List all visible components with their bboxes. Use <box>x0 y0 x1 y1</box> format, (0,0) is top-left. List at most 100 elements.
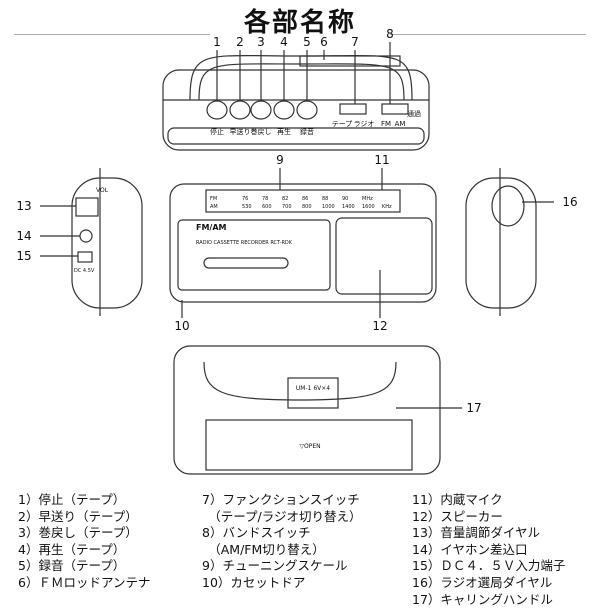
legend-column-3: 11）内蔵マイク 12）スピーカー 13）音量調節ダイヤル 14）イヤホン差込口… <box>412 492 565 608</box>
front-fm-label: FM <box>210 196 217 202</box>
right-side-view <box>465 168 554 316</box>
button-label-play: 再生 <box>277 127 291 136</box>
button-label-ff: 早送り <box>230 127 251 136</box>
am-scale-3: 800 <box>302 204 312 210</box>
legend-item: 8）バンドスイッチ <box>202 525 311 541</box>
top-handle-inner <box>198 63 405 101</box>
legend-item: 2）早送り（テープ） <box>18 508 138 524</box>
legend-item: 7）ファンクションスイッチ <box>202 492 360 507</box>
legend-item: 6）ＦＭロッドアンテナ <box>18 574 151 590</box>
back-body <box>173 345 441 475</box>
dc-jack <box>77 251 93 263</box>
fm-scale-1: 78 <box>262 196 268 202</box>
callout-11: 11 <box>374 153 389 167</box>
callout-10: 10 <box>174 319 189 333</box>
battery-spec-label: UM-1 6V×4 <box>296 385 330 392</box>
am-scale-7: KHz <box>382 204 392 210</box>
tuning-dial <box>491 185 525 227</box>
callout-3: 3 <box>257 35 265 49</box>
speaker-grille <box>335 217 433 295</box>
switch-label-radio: ラジオ <box>354 120 375 128</box>
battery-cover <box>205 419 413 471</box>
callout-17: 17 <box>466 401 481 415</box>
am-scale-4: 1000 <box>322 204 335 210</box>
legend-item: 3）巻戻し（テープ） <box>18 525 138 541</box>
fm-scale-2: 82 <box>282 196 288 202</box>
legend-item: 5）録音（テープ） <box>18 558 126 574</box>
switch-label-fm: FM <box>381 120 391 128</box>
vol-label: VOL <box>96 187 109 194</box>
am-scale-6: 1600 <box>362 204 375 210</box>
top-button-play <box>273 100 295 120</box>
legend-item: 15）ＤＣ４．５Ｖ入力端子 <box>412 558 566 574</box>
switch-label-tape: テープ <box>332 120 353 128</box>
callout-15: 15 <box>16 249 31 263</box>
left-side-body <box>71 177 143 309</box>
am-scale-5: 1400 <box>342 204 355 210</box>
legend-column-1: 1）停止（テープ） 2）早送り（テープ） 3）巻戻し（テープ） 4）再生（テープ… <box>18 492 150 592</box>
legend-item: 12）スピーカー <box>412 508 503 524</box>
front-model-text: RADIO CASSETTE RECORDER RCT-RDK <box>196 240 293 246</box>
front-body <box>169 183 437 303</box>
button-label-rew: 巻戻し <box>251 127 272 136</box>
callout-13: 13 <box>16 199 31 213</box>
front-badge: FM/AM <box>196 223 227 232</box>
fm-scale-0: 76 <box>242 196 248 202</box>
callout-8: 8 <box>386 27 394 41</box>
top-front-lip <box>167 127 425 145</box>
front-view <box>169 168 437 318</box>
callout-16: 16 <box>562 195 577 209</box>
top-view <box>162 42 430 151</box>
fm-scale-4: 88 <box>322 196 328 202</box>
volume-dial <box>75 197 99 217</box>
right-side-body <box>465 177 537 309</box>
legend-item: 10）カセットドア <box>202 574 306 590</box>
legend-item: 14）イヤホン差込口 <box>412 541 528 557</box>
fm-scale-3: 86 <box>302 196 308 202</box>
earphone-jack <box>79 229 93 243</box>
callout-5: 5 <box>303 35 311 49</box>
tuning-scale <box>205 189 401 213</box>
fm-antenna-top <box>299 55 401 67</box>
carrying-handle <box>203 361 397 401</box>
function-switch <box>339 103 367 115</box>
cassette-window <box>203 257 289 269</box>
handle-label: 通過 <box>407 109 421 118</box>
fm-scale-6: MHz <box>362 196 373 202</box>
am-scale-1: 600 <box>262 204 272 210</box>
back-view <box>173 345 462 475</box>
page-title: 各部名称 <box>243 8 356 38</box>
top-body <box>162 69 430 151</box>
top-button-stop <box>206 100 228 120</box>
legend-item: 1）停止（テープ） <box>18 492 126 507</box>
button-label-stop: 停止 <box>210 127 224 136</box>
front-am-label: AM <box>210 204 218 210</box>
top-handle <box>189 54 413 101</box>
band-switch <box>381 103 409 115</box>
legend-item: （AM/FM切り替え） <box>202 541 325 557</box>
legend-column-2: 7）ファンクションスイッチ （テープ/ラジオ切り替え） 8）バンドスイッチ （A… <box>202 492 361 592</box>
switch-label-am: AM <box>395 120 406 128</box>
callout-9: 9 <box>276 153 284 167</box>
top-button-rew <box>250 100 272 120</box>
fm-scale-5: 90 <box>342 196 348 202</box>
legend-item: 13）音量調節ダイヤル <box>412 525 541 541</box>
callout-4: 4 <box>280 35 288 49</box>
am-scale-0: 530 <box>242 204 252 210</box>
button-label-rec: 録音 <box>300 127 314 136</box>
open-label: ▽OPEN <box>299 443 320 450</box>
callout-14: 14 <box>16 229 31 243</box>
legend-item: 16）ラジオ選局ダイヤル <box>412 574 553 590</box>
title-rule-right <box>390 34 586 35</box>
top-button-rec <box>296 100 318 120</box>
dc-jack-label: DC 4.5V <box>74 268 95 274</box>
back-label <box>287 377 339 409</box>
cassette-door <box>177 219 331 291</box>
callout-12: 12 <box>372 319 387 333</box>
left-side-view <box>40 168 143 316</box>
title-rule-left <box>14 34 210 35</box>
legend-item: （テープ/ラジオ切り替え） <box>202 508 362 524</box>
top-button-ff <box>229 100 251 120</box>
callout-2: 2 <box>236 35 244 49</box>
callout-7: 7 <box>351 35 359 49</box>
